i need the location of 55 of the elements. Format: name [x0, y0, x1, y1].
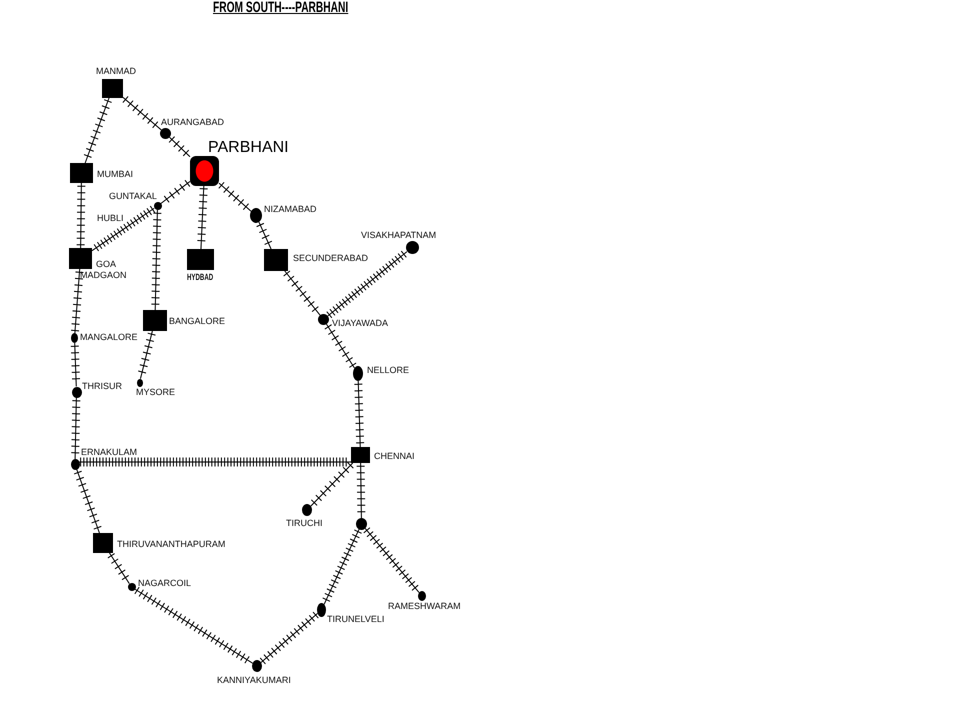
station-name: MANGALORE: [80, 332, 138, 342]
railway-track: [218, 182, 252, 212]
railway-track: [322, 528, 362, 605]
station-name: BANGALORE: [169, 316, 226, 326]
railway-track: [256, 222, 272, 250]
railway-track: [354, 380, 365, 448]
station-name: VISAKHAPATNAM: [361, 230, 436, 240]
railway-track: [70, 397, 81, 460]
railway-track: [324, 324, 357, 369]
railway-track: [84, 98, 112, 164]
station-name: KANNIYAKUMARI: [217, 675, 291, 685]
railway-track: [70, 268, 84, 334]
railway-track: [160, 180, 190, 204]
railway-track: [310, 462, 354, 507]
railway-track: [356, 462, 366, 518]
station-name: CHENNAI: [374, 451, 415, 461]
railway-track: [70, 342, 80, 387]
railway-track: [326, 250, 408, 318]
station-name: THRISUR: [82, 381, 122, 391]
railway-track: [196, 185, 208, 250]
station-name: TIRUCHI: [286, 518, 322, 528]
station-name: ERNAKULAM: [81, 447, 138, 457]
railway-track: [168, 136, 190, 158]
railway-track: [92, 206, 156, 252]
station-name: MADGAON: [80, 270, 127, 280]
railway-track: [260, 612, 319, 664]
railway-track: [134, 586, 254, 664]
station-name: GUNTAKAL: [109, 191, 157, 201]
station-name: TIRUNELVELI: [327, 614, 384, 624]
station-name: MYSORE: [136, 387, 176, 397]
junction-dot: [356, 518, 367, 530]
station-name: VIJAYAWADA: [332, 318, 388, 328]
station-name: NELLORE: [367, 365, 410, 375]
station-name: NAGARCOIL: [138, 578, 192, 588]
station-name: AURANGABAD: [161, 117, 224, 127]
railway-track: [150, 210, 162, 310]
railway-track: [283, 270, 321, 316]
railway-track: [78, 457, 352, 467]
station-name: SECUNDERABAD: [293, 253, 368, 263]
railway-track: [138, 330, 156, 380]
railway-track: [74, 469, 102, 534]
railway-track: [107, 552, 130, 584]
station-name: THIRUVANANTHAPURAM: [117, 539, 226, 549]
station-name: NIZAMABAD: [264, 204, 317, 214]
station-name: MANMAD: [96, 66, 136, 76]
diagram-title: FROM SOUTH----PARBHANI: [213, 0, 348, 16]
station-name: MUMBAI: [97, 168, 133, 178]
station-name: RAMESHWARAM: [388, 601, 461, 611]
railway-track: [363, 527, 420, 594]
station-name: PARBHANI: [208, 139, 289, 157]
railway-track: [76, 182, 86, 248]
railway-track: [122, 96, 162, 130]
place-name: HUBLI: [97, 213, 124, 223]
station-name: HYDBAD: [187, 272, 214, 282]
station-name: GOA: [96, 259, 116, 269]
